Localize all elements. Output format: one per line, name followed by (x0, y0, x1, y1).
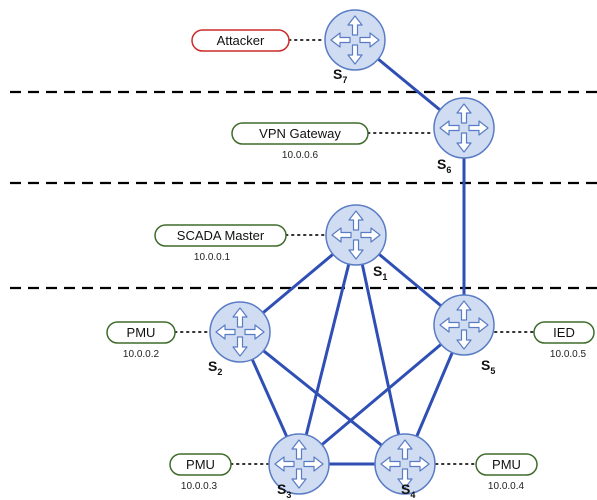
device-pmu-s4[interactable]: PMU 10.0.0.4 (475, 453, 538, 492)
switch-s2[interactable] (209, 301, 271, 363)
pmu-s3-ip: 10.0.0.3 (181, 481, 218, 492)
device-pmu-s3[interactable]: PMU 10.0.0.3 (169, 453, 232, 492)
ied-label: IED (553, 325, 575, 340)
link-s5-s3 (298, 323, 465, 466)
pmu-s2-label: PMU (127, 325, 156, 340)
device-scada-master[interactable]: SCADA Master 10.0.0.1 (154, 224, 287, 263)
router-arrows-icon (325, 204, 387, 266)
pmu-s4-label: PMU (492, 457, 521, 472)
pmu-s2-ip: 10.0.0.2 (123, 349, 160, 360)
device-ied[interactable]: IED 10.0.0.5 (533, 321, 595, 360)
pmu-s3-label: PMU (186, 457, 215, 472)
scada-master-label: SCADA Master (177, 228, 265, 243)
switch-s2-label: S2 (208, 358, 222, 377)
device-vpn-gateway[interactable]: VPN Gateway 10.0.0.6 (231, 122, 369, 161)
device-pmu-s2[interactable]: PMU 10.0.0.2 (106, 321, 176, 360)
router-arrows-icon (433, 97, 495, 159)
switch-s5-label: S5 (481, 357, 495, 376)
scada-master-ip: 10.0.0.1 (194, 252, 231, 263)
switch-s1-label: S1 (373, 263, 387, 282)
zone-dividers (10, 90, 597, 290)
switch-s3-label: S3 (277, 481, 291, 500)
device-attacker[interactable]: Attacker (191, 29, 290, 52)
router-arrows-icon (324, 9, 386, 71)
device-links (174, 39, 535, 465)
link-s2-s4 (239, 330, 406, 466)
switch-s6-label: S6 (437, 156, 451, 175)
switch-s1[interactable] (325, 204, 387, 266)
switch-s4-label: S4 (401, 481, 415, 500)
attacker-label: Attacker (217, 33, 265, 48)
switch-s7[interactable] (324, 9, 386, 71)
router-arrows-icon (433, 294, 495, 356)
switch-s6[interactable] (433, 97, 495, 159)
link-s1-s3 (297, 234, 358, 465)
switch-s5[interactable] (433, 294, 495, 356)
link-s1-s4 (354, 234, 407, 465)
vpn-gateway-ip: 10.0.0.6 (282, 150, 319, 161)
vpn-gateway-label: VPN Gateway (259, 126, 341, 141)
switch-s7-label: S7 (333, 66, 347, 85)
pmu-s4-ip: 10.0.0.4 (488, 481, 525, 492)
ied-ip: 10.0.0.5 (550, 349, 587, 360)
router-arrows-icon (209, 301, 271, 363)
